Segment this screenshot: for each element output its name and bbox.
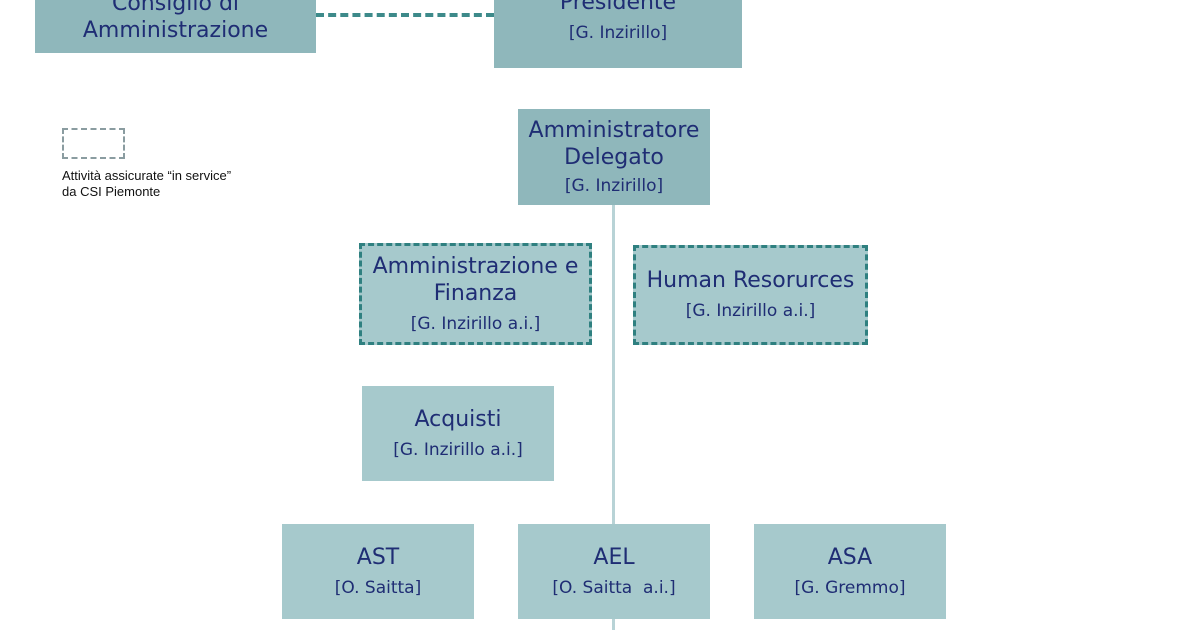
vertical-connector — [612, 205, 615, 630]
node-consiglio-di-amministrazione: Consiglio di Amministrazione — [35, 0, 316, 53]
node-acquisti-title: Acquisti — [414, 406, 502, 432]
node-consiglio-line-1: Consiglio di — [111, 0, 240, 16]
node-hr-person: [G. Inzirillo a.i.] — [685, 301, 816, 321]
node-af-line-1: Amministrazione e — [372, 253, 579, 279]
dashed-connector-cda-presidente — [316, 13, 494, 17]
node-amministrazione-e-finanza: Amministrazione e Finanza [G. Inzirillo … — [359, 243, 592, 345]
node-ad-line-2: Delegato — [564, 144, 664, 170]
legend-line-2: da CSI Piemonte — [62, 184, 161, 199]
node-ael-person: [O. Saitta a.i.] — [552, 577, 676, 598]
node-ad-line-1: Amministratore — [528, 117, 700, 143]
node-amministratore-delegato: Amministratore Delegato [G. Inzirillo] — [518, 109, 710, 205]
node-asa-person: [G. Gremmo] — [794, 577, 906, 598]
node-ad-person: [G. Inzirillo] — [564, 175, 664, 196]
node-ast-person: [O. Saitta] — [334, 577, 422, 598]
node-acquisti: Acquisti [G. Inzirillo a.i.] — [362, 386, 554, 481]
node-asa-title: ASA — [827, 544, 873, 570]
node-presidente-person: [G. Inzirillo] — [568, 23, 668, 43]
node-af-person: [G. Inzirillo a.i.] — [410, 313, 541, 334]
node-ael-title: AEL — [593, 544, 635, 570]
node-ael: AEL [O. Saitta a.i.] — [518, 524, 710, 619]
node-asa: ASA [G. Gremmo] — [754, 524, 946, 619]
node-acquisti-person: [G. Inzirillo a.i.] — [393, 439, 523, 460]
node-ast: AST [O. Saitta] — [282, 524, 474, 619]
node-af-line-2: Finanza — [433, 280, 518, 306]
node-ast-title: AST — [356, 544, 400, 570]
legend-text: Attività assicurate “in service” da CSI … — [62, 168, 231, 200]
node-consiglio-line-2: Amministrazione — [82, 18, 269, 43]
node-human-resources: Human Resorurces [G. Inzirillo a.i.] — [633, 245, 868, 345]
node-presidente-title: Presidente — [559, 0, 677, 15]
node-hr-title: Human Resorurces — [646, 268, 855, 293]
node-presidente: Presidente [G. Inzirillo] — [494, 0, 742, 68]
legend-dashed-swatch — [62, 128, 125, 159]
legend-line-1: Attività assicurate “in service” — [62, 168, 232, 183]
